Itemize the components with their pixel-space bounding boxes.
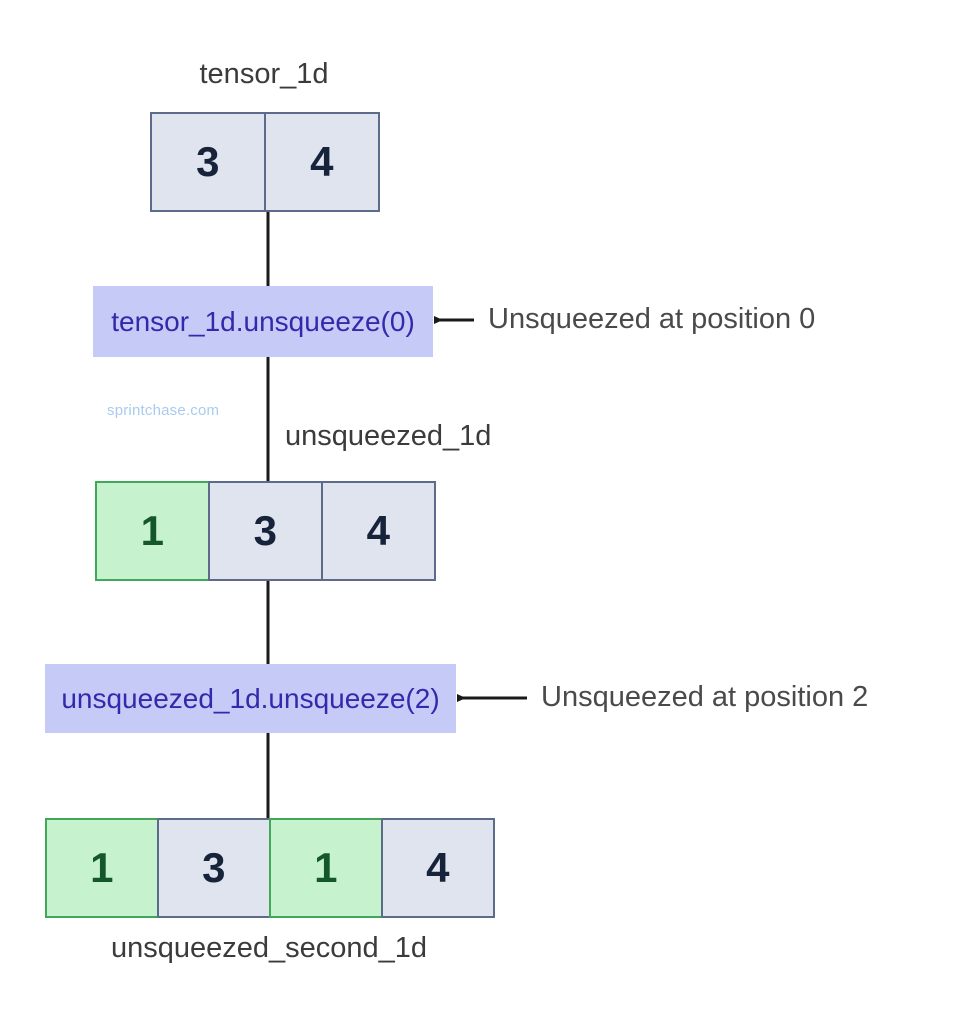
tensor-cell: 1 (95, 481, 210, 581)
annotation-unsqueezed-position-0: Unsqueezed at position 0 (488, 303, 816, 335)
row-label-unsqueezed-second-1d: unsqueezed_second_1d (110, 932, 428, 964)
watermark: sprintchase.com (107, 402, 220, 419)
tensor-cell: 1 (45, 818, 159, 918)
operation-box-unsqueeze-zero[interactable]: tensor_1d.unsqueeze(0) (93, 286, 433, 357)
tensor-cell: 4 (381, 818, 495, 918)
tensor-cell: 3 (157, 818, 271, 918)
tensor-row-unsqueezed-second-1d: 1 3 1 4 (45, 818, 495, 918)
tensor-cell: 3 (208, 481, 323, 581)
row-label-unsqueezed-1d: unsqueezed_1d (285, 420, 492, 452)
tensor-cell: 4 (321, 481, 436, 581)
tensor-row-unsqueezed-1d: 1 3 4 (95, 481, 436, 581)
tensor-row-tensor-1d: 3 4 (150, 112, 380, 212)
operation-box-unsqueeze-two[interactable]: unsqueezed_1d.unsqueeze(2) (45, 664, 456, 733)
row-label-tensor-1d: tensor_1d (199, 58, 329, 90)
tensor-cell: 3 (150, 112, 266, 212)
annotation-unsqueezed-position-2: Unsqueezed at position 2 (541, 681, 869, 713)
tensor-cell: 1 (269, 818, 383, 918)
tensor-cell: 4 (264, 112, 380, 212)
